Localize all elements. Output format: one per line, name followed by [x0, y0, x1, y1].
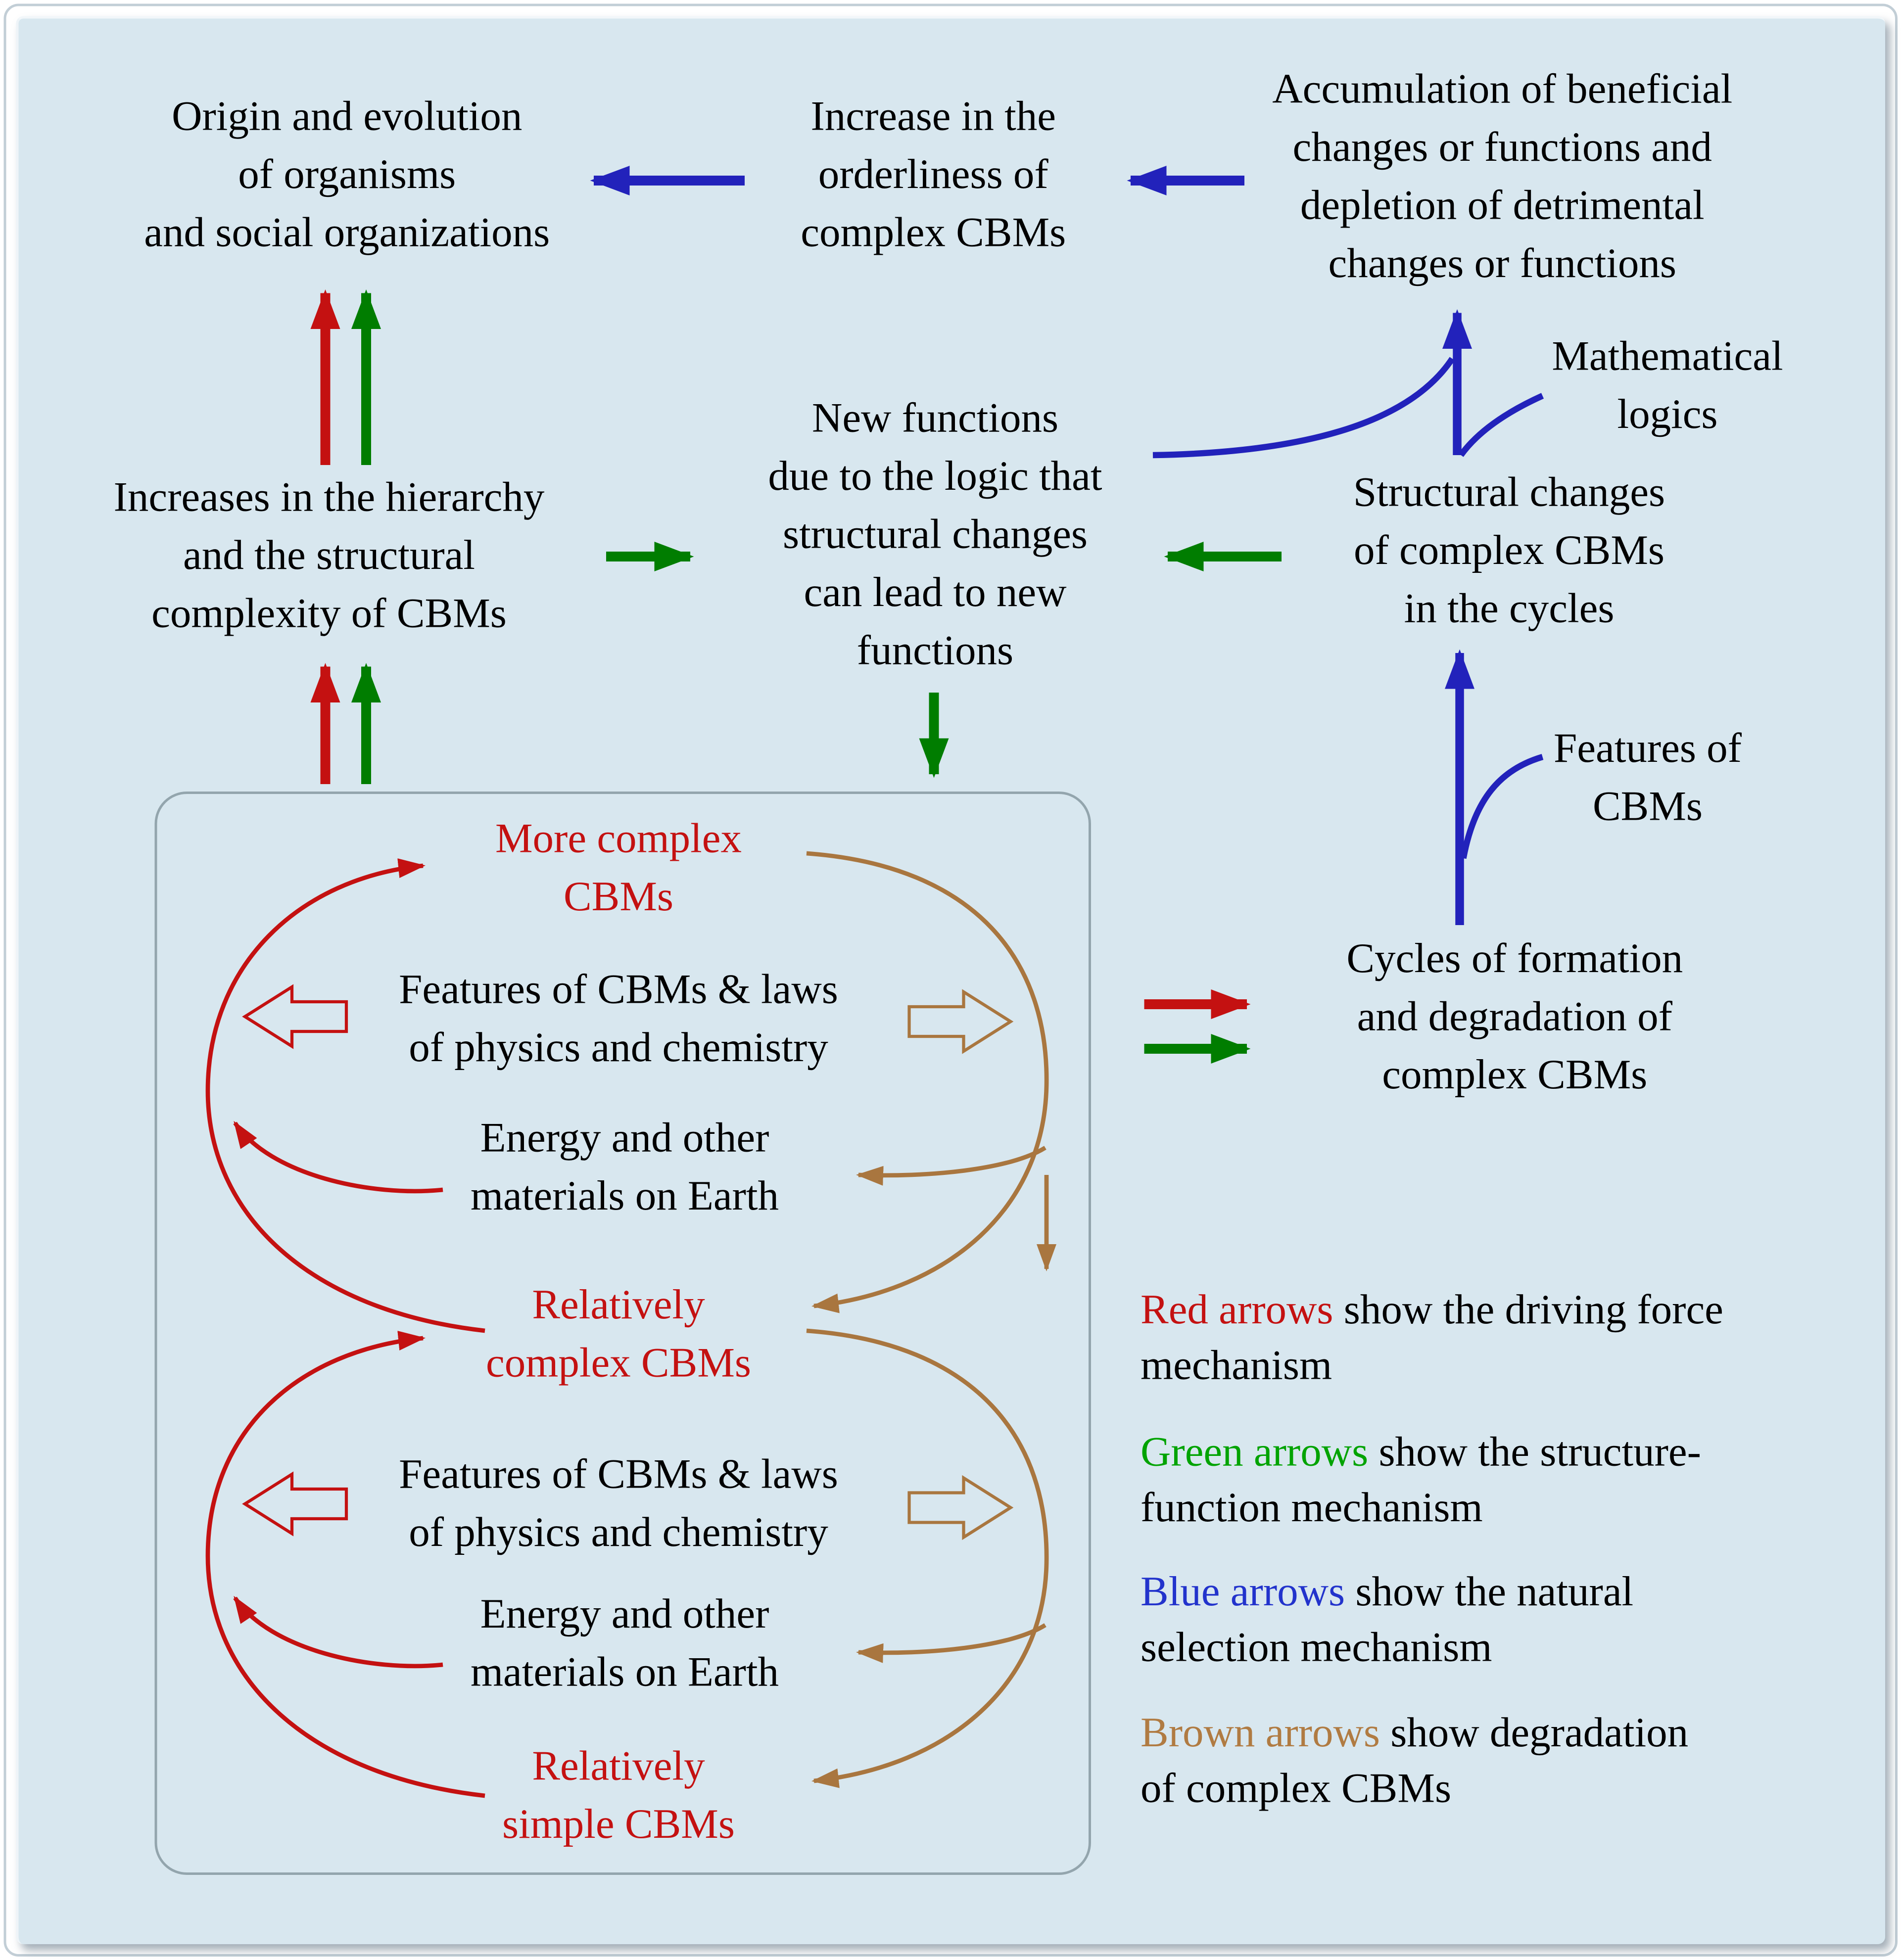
node-energy-materials-2: Energy and other materials on Earth — [470, 1591, 779, 1696]
cycles-box — [154, 792, 1091, 1875]
legend-red-label: Red arrows — [1141, 1287, 1333, 1334]
legend-blue-label: Blue arrows — [1141, 1569, 1345, 1616]
node-relatively-complex-cbms: Relatively complex CBMs — [485, 1282, 752, 1387]
node-origin-evolution: Origin and evolution of organisms and so… — [144, 94, 550, 256]
node-structural-changes: Structural changes of complex CBMs in th… — [1353, 470, 1665, 632]
node-more-complex-cbms: More complex CBMs — [495, 816, 742, 920]
legend-brown-arrows: Brown arrows show degradation of complex… — [1141, 1707, 1833, 1818]
node-hierarchy-complexity: Increases in the hierarchy and the struc… — [113, 475, 545, 637]
legend-red-text: show the driving force mechanism — [1141, 1287, 1723, 1389]
legend-brown-label: Brown arrows — [1141, 1710, 1380, 1757]
node-relatively-simple-cbms: Relatively simple CBMs — [502, 1744, 735, 1848]
node-features-laws-2: Features of CBMs & laws of physics and c… — [399, 1452, 838, 1556]
legend-blue-text: show the natural selection mechanism — [1141, 1569, 1634, 1671]
legend-blue-arrows: Blue arrows show the natural selection m… — [1141, 1566, 1833, 1677]
legend-green-arrows: Green arrows show the structure- functio… — [1141, 1426, 1833, 1537]
node-new-functions: New functions due to the logic that stru… — [768, 396, 1102, 674]
node-features-laws-1: Features of CBMs & laws of physics and c… — [399, 967, 838, 1071]
node-cycles-formation-degradation: Cycles of formation and degradation of c… — [1346, 936, 1683, 1098]
legend-green-label: Green arrows — [1141, 1430, 1369, 1476]
node-increase-orderliness: Increase in the orderliness of complex C… — [801, 94, 1066, 256]
legend-brown-text: show degradation of complex CBMs — [1141, 1710, 1689, 1812]
node-accumulation: Accumulation of beneficial changes or fu… — [1272, 67, 1733, 287]
legend-red-arrows: Red arrows show the driving force mechan… — [1141, 1284, 1833, 1395]
node-energy-materials-1: Energy and other materials on Earth — [470, 1116, 779, 1219]
node-features-of-cbms: Features of CBMs — [1553, 726, 1742, 830]
node-mathematical-logics: Mathematical logics — [1552, 334, 1783, 438]
legend-green-text: show the structure- function mechanism — [1141, 1430, 1701, 1531]
